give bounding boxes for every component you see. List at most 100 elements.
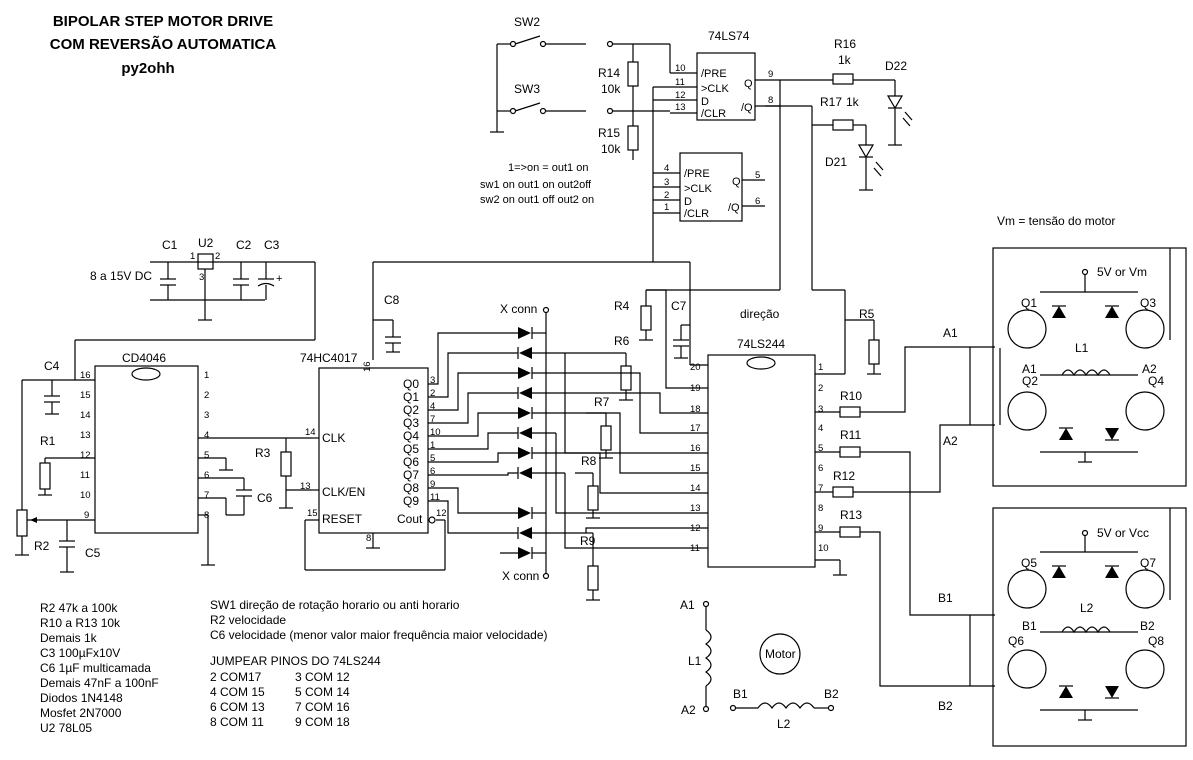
svg-text:13: 13 [300, 481, 311, 492]
svg-text:Q4: Q4 [1148, 374, 1164, 388]
svg-text:14: 14 [690, 483, 701, 494]
svg-text:/PRE: /PRE [701, 68, 727, 80]
svg-text:+: + [276, 273, 282, 285]
svg-text:2 COM17: 2 COM17 [210, 670, 262, 684]
potentiometer-r2: R2 [15, 509, 95, 556]
svg-text:4: 4 [204, 430, 209, 441]
svg-text:R10: R10 [840, 389, 862, 403]
svg-text:1k: 1k [838, 53, 852, 67]
svg-text:C1: C1 [162, 238, 178, 252]
supply-label: 8 a 15V DC [90, 269, 152, 283]
svg-text:R14: R14 [598, 66, 620, 80]
svg-text:SW2: SW2 [514, 15, 540, 29]
svg-text:Cout: Cout [397, 512, 423, 526]
svg-text:L1: L1 [1075, 341, 1089, 355]
svg-text:Q1: Q1 [1021, 296, 1037, 310]
svg-text:15: 15 [307, 508, 318, 519]
svg-text:R13: R13 [840, 508, 862, 522]
svg-text:5V or Vcc: 5V or Vcc [1097, 526, 1149, 540]
svg-text:12: 12 [436, 508, 447, 519]
svg-text:Q6: Q6 [403, 455, 419, 469]
svg-text:6 COM 13: 6 COM 13 [210, 700, 265, 714]
svg-text:R5: R5 [859, 307, 875, 321]
svg-text:20: 20 [690, 362, 701, 373]
truth-line-3: sw2 on out1 off out2 on [480, 194, 594, 206]
svg-text:4 COM 15: 4 COM 15 [210, 685, 265, 699]
svg-text:5: 5 [755, 170, 760, 181]
svg-text:R2 47k a 100k: R2 47k a 100k [40, 601, 118, 615]
ic-74hc4017: 74HC4017 Q0 Q1 Q2 Q3 Q4 Q5 Q6 Q7 Q8 Q9 C… [300, 351, 447, 544]
label-b1: B1 [938, 591, 953, 605]
svg-text:B2: B2 [824, 687, 839, 701]
svg-text:12: 12 [690, 523, 701, 534]
svg-text:C6 velocidade (menor valor mai: C6 velocidade (menor valor maior frequên… [210, 628, 548, 642]
svg-text:Q7: Q7 [403, 468, 419, 482]
svg-text:4: 4 [430, 401, 435, 412]
capacitor-c4: C4 [44, 359, 60, 415]
svg-text:L2: L2 [1080, 601, 1094, 615]
h-bridge-a: 5V or Vm Q1 Q3 Q2 Q4 L1 A1 A2 [969, 247, 1187, 487]
svg-text:2: 2 [664, 190, 669, 201]
svg-text:7: 7 [204, 490, 209, 501]
svg-text:A1: A1 [1022, 362, 1037, 376]
svg-text:R9: R9 [580, 534, 596, 548]
svg-text:1: 1 [204, 370, 209, 381]
svg-text:12: 12 [80, 450, 91, 461]
svg-text:11: 11 [430, 492, 440, 503]
svg-text:16: 16 [362, 361, 373, 372]
svg-text:1: 1 [664, 202, 669, 213]
svg-text:Q7: Q7 [1140, 556, 1156, 570]
svg-text:9: 9 [818, 523, 823, 534]
svg-text:Q8: Q8 [1148, 634, 1164, 648]
svg-text:3: 3 [664, 177, 669, 188]
svg-text:R2: R2 [34, 539, 50, 553]
resistor-r11: R11 [815, 428, 995, 616]
svg-text:2: 2 [215, 251, 220, 262]
svg-text:15: 15 [80, 390, 91, 401]
svg-text:Q4: Q4 [403, 429, 419, 443]
svg-text:Demais 1k: Demais 1k [40, 631, 98, 645]
svg-text:>CLK: >CLK [701, 83, 729, 95]
svg-text:>CLK: >CLK [684, 183, 712, 195]
svg-text:R2 velocidade: R2 velocidade [210, 613, 286, 627]
motor-legend: A1 L1 A2 Motor B1 B2 L2 [680, 598, 839, 731]
svg-text:14: 14 [305, 427, 316, 438]
capacitor-c8: C8 [373, 293, 401, 353]
svg-text:Q: Q [744, 78, 753, 90]
title-line-2: COM REVERSÃO AUTOMATICA [50, 35, 277, 53]
svg-text:B1: B1 [733, 687, 748, 701]
svg-text:X conn: X conn [500, 302, 537, 316]
svg-text:C6 1µF multicamada: C6 1µF multicamada [40, 661, 151, 675]
ic-74ls74-b: /PRE >CLK D /CLR Q /Q 4 3 2 1 5 6 [653, 152, 765, 222]
svg-text:Q3: Q3 [1140, 296, 1156, 310]
svg-text:14: 14 [80, 410, 91, 421]
svg-text:C2: C2 [236, 238, 252, 252]
svg-text:D21: D21 [825, 155, 847, 169]
resistor-r1: R1 [38, 434, 95, 496]
svg-text:11: 11 [690, 543, 700, 554]
svg-text:R12: R12 [833, 469, 855, 483]
svg-text:R10 a R13 10k: R10 a R13 10k [40, 616, 121, 630]
svg-text:C8: C8 [384, 293, 400, 307]
svg-text:Q5: Q5 [1021, 556, 1037, 570]
svg-text:3: 3 [430, 375, 435, 386]
svg-text:A1: A1 [680, 598, 695, 612]
svg-text:/CLR: /CLR [701, 108, 726, 120]
svg-text:3: 3 [204, 410, 209, 421]
ic-74ls244: direção 74LS244 20 19 18 17 16 15 14 13 … [690, 307, 829, 568]
svg-text:L1: L1 [688, 654, 702, 668]
resistor-r8: R8 [575, 454, 600, 519]
svg-text:17: 17 [690, 423, 701, 434]
svg-text:18: 18 [690, 404, 701, 415]
resistor-r4: R4 [614, 289, 780, 341]
svg-text:10: 10 [818, 543, 829, 554]
resistor-r6: R6 [565, 334, 633, 401]
svg-text:R4: R4 [614, 299, 630, 313]
svg-text:3: 3 [818, 404, 823, 415]
resistor-r13: R13 [815, 508, 995, 687]
diode-matrix: X conn X conn [500, 302, 586, 583]
svg-text:Q0: Q0 [403, 377, 419, 391]
svg-text:/CLR: /CLR [684, 208, 709, 220]
svg-text:D: D [684, 196, 692, 208]
